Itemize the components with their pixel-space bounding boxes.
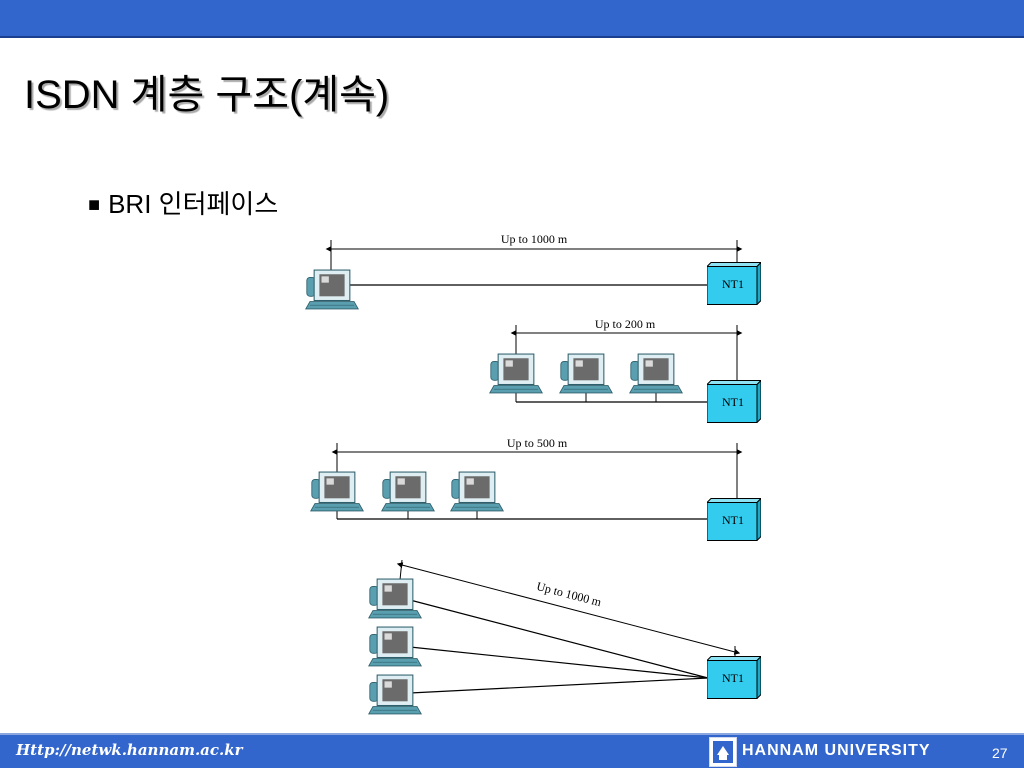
slide-title: ISDN 계층 구조(계속) <box>24 73 390 117</box>
distance-label: Up to 500 m <box>507 436 568 450</box>
terminal-icon <box>559 353 613 394</box>
university-logo-icon <box>709 737 737 767</box>
nt1-label: NT1 <box>722 513 744 527</box>
bullet-item: ■ BRI 인터페이스 <box>88 184 278 221</box>
nt1-label: NT1 <box>722 277 744 291</box>
footer-bar <box>0 735 1024 768</box>
distance-label: Up to 1000 m <box>501 232 568 246</box>
bullet-text: BRI 인터페이스 <box>108 189 279 219</box>
terminal-icon <box>305 269 359 310</box>
terminal-icon <box>310 471 364 512</box>
distance-label: Up to 1000 m <box>535 579 603 609</box>
university-name: HANNAM UNIVERSITY <box>742 742 931 759</box>
page-number: 27 <box>992 745 1008 761</box>
config-4: Up to 1000 m NT1 <box>368 559 761 715</box>
terminal-icon <box>368 626 422 667</box>
terminal-icon <box>450 471 504 512</box>
distance-label: Up to 200 m <box>595 317 656 331</box>
footer-url: Http://netwk.hannam.ac.kr <box>16 741 243 759</box>
config-2: Up to 200 m NT1 <box>489 317 761 423</box>
config-3: Up to 500 m NT1 <box>310 436 761 541</box>
terminal-icon <box>629 353 683 394</box>
header-bar <box>0 0 1024 36</box>
terminal-icon <box>381 471 435 512</box>
config-1: Up to 1000 m NT1 <box>305 232 761 310</box>
header-divider <box>0 36 1024 38</box>
terminal-icon <box>489 353 543 394</box>
footer-divider <box>0 733 1024 735</box>
nt1-label: NT1 <box>722 671 744 685</box>
nt1-label: NT1 <box>722 395 744 409</box>
terminal-icon <box>368 674 422 715</box>
square-bullet-icon: ■ <box>88 194 101 216</box>
terminal-icon <box>368 578 422 619</box>
